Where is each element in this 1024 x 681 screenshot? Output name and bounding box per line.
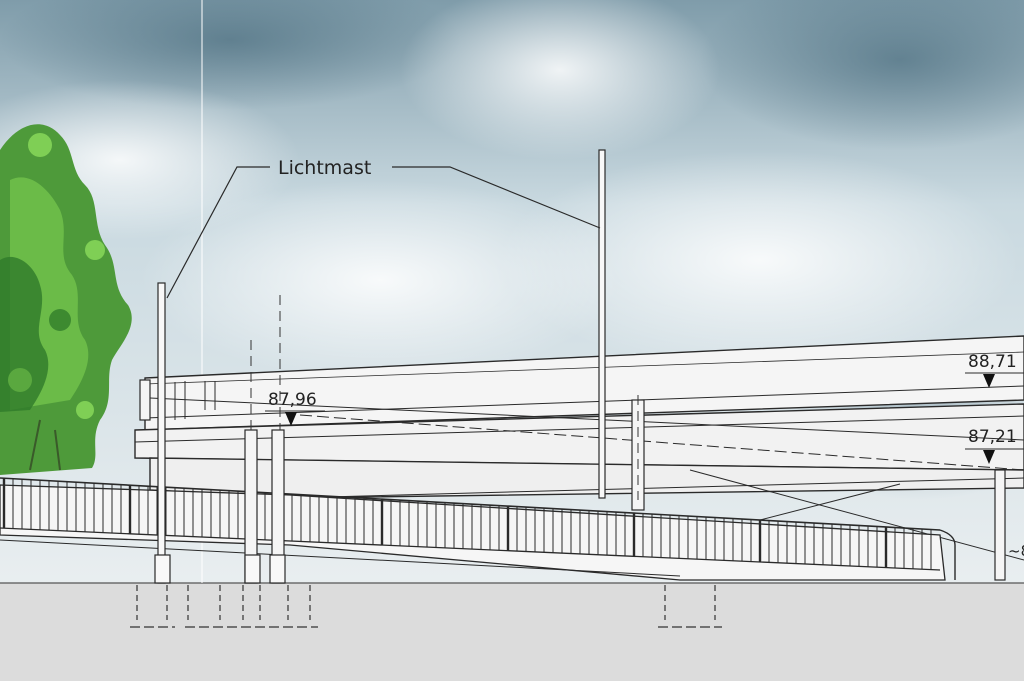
- light-mast-left: [157, 282, 166, 584]
- ground-strip: [0, 583, 1024, 681]
- elevation-label-3: 87,21: [968, 427, 1017, 447]
- pier-centerlines: [250, 295, 639, 500]
- front-ramp: [0, 477, 956, 581]
- elevation-label-4: ~8: [1008, 542, 1024, 560]
- tree-illustration: [0, 124, 132, 476]
- foundations: [130, 585, 722, 628]
- light-mast-right: [598, 149, 606, 499]
- light-masts: [154, 149, 606, 584]
- lichtmast-leader-lines: [166, 166, 601, 299]
- elevation-marker-1: 87,96: [265, 390, 325, 426]
- elevation-label-1: 87,96: [268, 390, 317, 410]
- elevation-marker-4: ~8: [1008, 542, 1024, 560]
- elevation-marker-3: 87,21: [965, 427, 1024, 464]
- lower-ramp: [149, 457, 1024, 561]
- railing-balusters: [2, 478, 932, 570]
- elevation-marker-icon: [285, 412, 297, 426]
- lichtmast-label: Lichtmast: [278, 157, 371, 179]
- elevation-label-2: 88,71: [968, 352, 1017, 372]
- elevation-marker-icon: [983, 374, 995, 388]
- pier-columns: [244, 399, 1006, 584]
- elevation-marker-icon: [983, 450, 995, 464]
- elevation-marker-2: 88,71: [965, 352, 1024, 388]
- middle-deck: [134, 397, 1024, 471]
